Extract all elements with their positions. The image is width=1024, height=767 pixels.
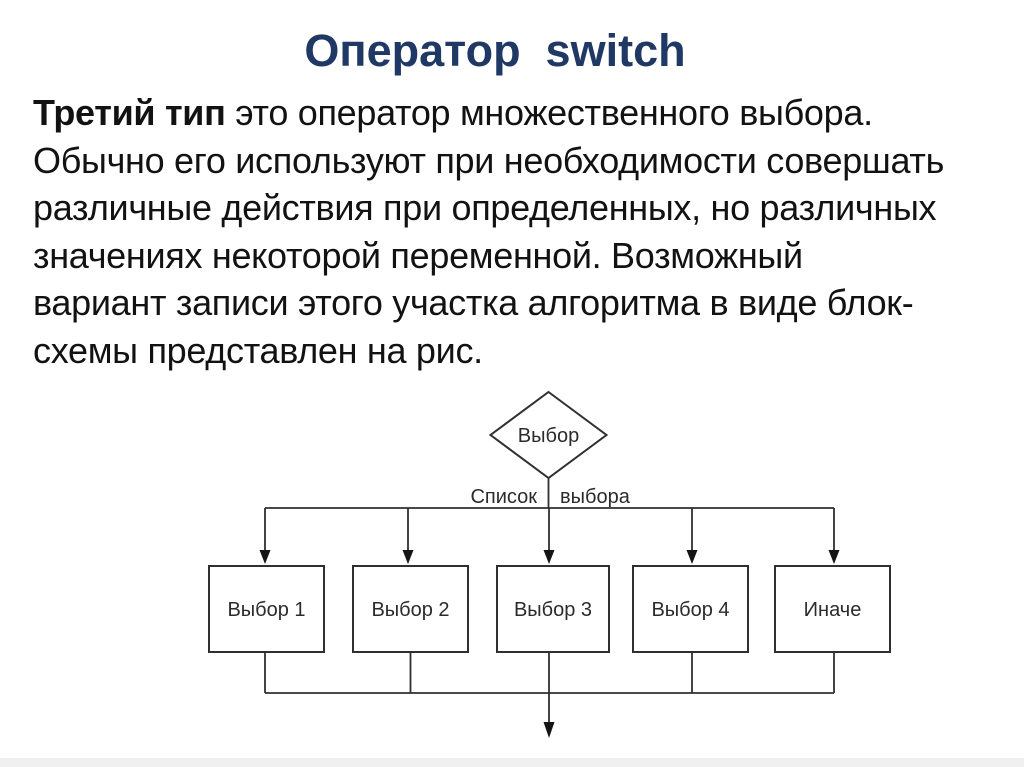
arrowhead-down-1 bbox=[259, 550, 271, 564]
body-line-1-rest: это оператор множественного выбора. bbox=[225, 92, 873, 133]
case-box-3 bbox=[496, 565, 610, 653]
case-box-3-label: Выбор 3 bbox=[514, 599, 592, 621]
body-line-1: Третий тип это оператор множественного в… bbox=[33, 89, 1013, 137]
case-box-5 bbox=[774, 565, 891, 653]
decision-label: Выбор bbox=[518, 425, 579, 447]
flowchart-figure: Выбор Список выбора Выбор 1 Выбор 2 Выбо… bbox=[208, 390, 891, 738]
footer-strip bbox=[0, 758, 1024, 767]
case-box-2-label: Выбор 2 bbox=[371, 599, 449, 621]
body-line-4: значениях некоторой переменной. Возможны… bbox=[33, 234, 803, 276]
arrowhead-down-5 bbox=[828, 550, 840, 564]
arrowhead-down-3 bbox=[543, 550, 555, 564]
slide-title: Оператор switch bbox=[304, 25, 686, 76]
arrowhead-down-4 bbox=[686, 550, 698, 564]
body-line-5: вариант записи этого участка алгоритма в… bbox=[33, 282, 914, 324]
case-box-1-label: Выбор 1 bbox=[227, 599, 305, 621]
branch-label-right: выбора bbox=[560, 486, 631, 508]
case-box-2 bbox=[352, 565, 469, 653]
body-lead-bold: Третий тип bbox=[33, 92, 226, 133]
body-line-3: различные действия при определенных, но … bbox=[33, 187, 937, 229]
branch-label-left: Список bbox=[470, 486, 537, 508]
case-box-4-label: Выбор 4 bbox=[651, 599, 729, 621]
case-box-5-label: Иначе bbox=[804, 599, 862, 621]
arrowhead-down-2 bbox=[402, 550, 414, 564]
arrowhead-exit bbox=[543, 722, 555, 738]
body-line-2: Обычно его используют при необходимости … bbox=[33, 139, 945, 181]
body-line-6: схемы представлен на рис. bbox=[33, 329, 483, 371]
body-paragraph: Третий тип это оператор множественного в… bbox=[33, 89, 1013, 375]
case-box-1 bbox=[208, 565, 325, 653]
case-box-4 bbox=[632, 565, 749, 653]
